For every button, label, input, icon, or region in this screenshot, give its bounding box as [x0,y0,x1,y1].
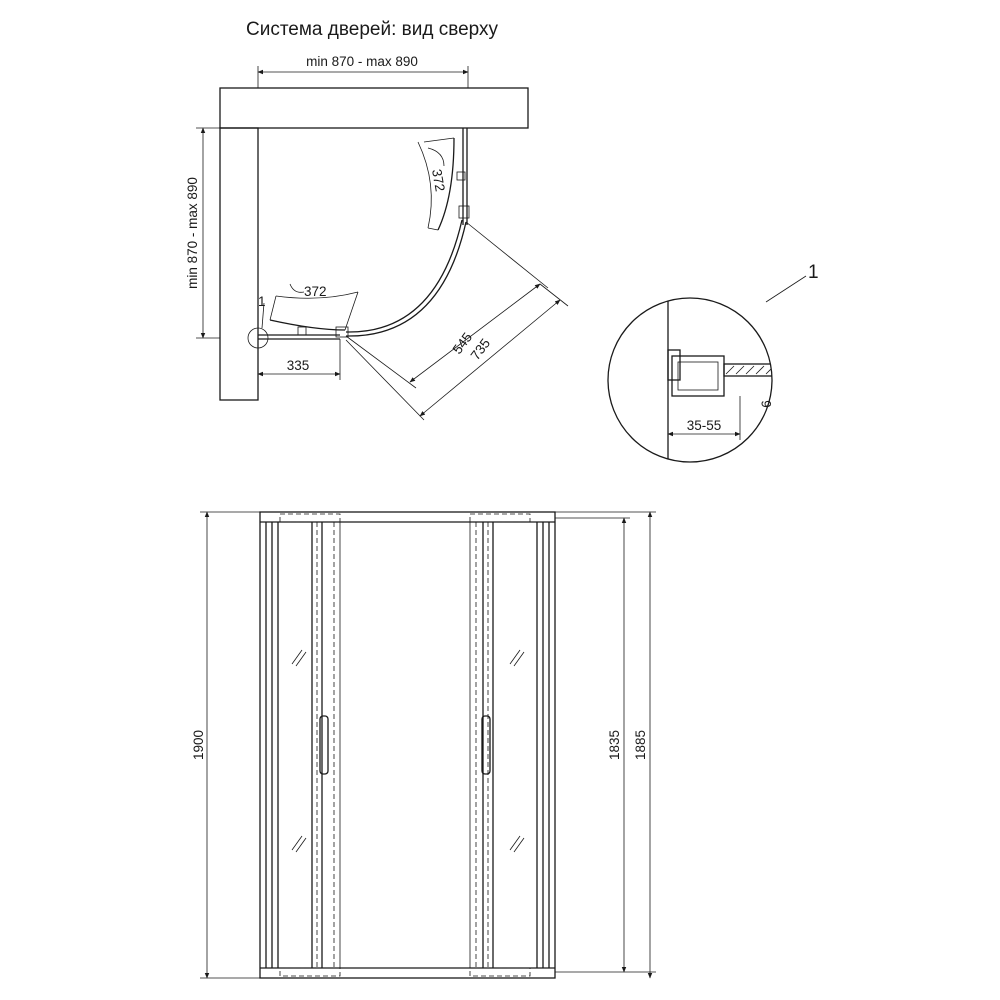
glass-panel [723,363,772,377]
arc-label-right: 372 [429,168,448,193]
width-range-label: min 870 - max 890 [306,54,418,69]
top-view: min 870 - max 890 min 870 - max 890 372 [185,54,569,421]
frame-outer [259,511,556,979]
callout-marker: 1 [258,294,266,309]
top-wall [219,87,529,129]
detail-callout: 1 [808,262,819,283]
left-wall [219,127,259,401]
front-view: 1900 1835 1885 [191,511,656,979]
door-handle-right [481,715,491,775]
depth-range-label: min 870 - max 890 [185,177,200,289]
dim-335-label: 335 [287,358,310,373]
arc-label-bottom: 372 [304,284,327,299]
callout-circle [247,327,269,349]
height-door-label: 1835 [607,730,622,760]
dim-735-line [419,299,561,417]
dim-glass-label: 6 [759,400,774,408]
page-title: Система дверей: вид сверху [246,19,499,40]
dim-gap-label: 35-55 [687,418,722,433]
curved-door-arc [345,221,467,337]
height-frame-label: 1885 [633,730,648,760]
door-handle-left [319,715,329,775]
height-total-label: 1900 [191,730,206,760]
detail-leader-line [765,275,807,303]
detail-view: 35-55 6 1 [607,262,819,463]
detail-circle [607,297,773,463]
